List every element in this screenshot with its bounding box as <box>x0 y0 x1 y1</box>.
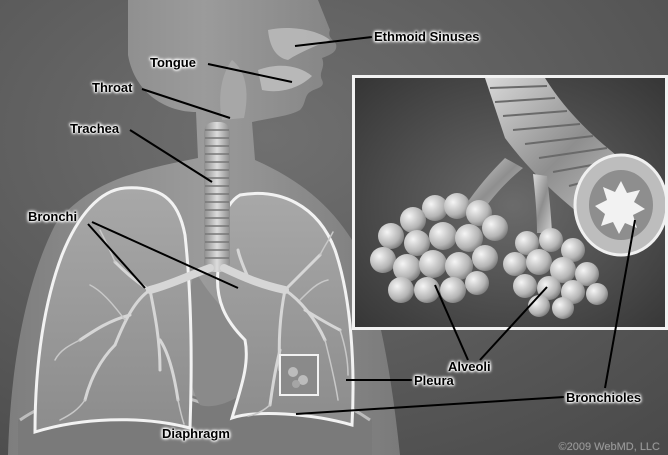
label-throat: Throat <box>92 80 132 95</box>
magnified-alveolus <box>292 380 300 388</box>
label-tongue: Tongue <box>150 55 196 70</box>
label-bronchi: Bronchi <box>28 209 77 224</box>
label-bronchioles: Bronchioles <box>566 390 641 405</box>
label-ethmoid-sinuses: Ethmoid Sinuses <box>374 29 479 44</box>
label-alveoli: Alveoli <box>448 359 491 374</box>
label-diaphragm: Diaphragm <box>162 426 230 441</box>
magnified-alveolus <box>288 367 298 377</box>
label-pleura: Pleura <box>414 373 454 388</box>
bronchiole-detail <box>355 78 668 330</box>
magnification-box <box>280 355 318 395</box>
label-trachea: Trachea <box>70 121 119 136</box>
inset-detail <box>352 75 668 330</box>
trachea-tube <box>204 122 230 272</box>
copyright-watermark: ©2009 WebMD, LLC <box>559 441 660 453</box>
